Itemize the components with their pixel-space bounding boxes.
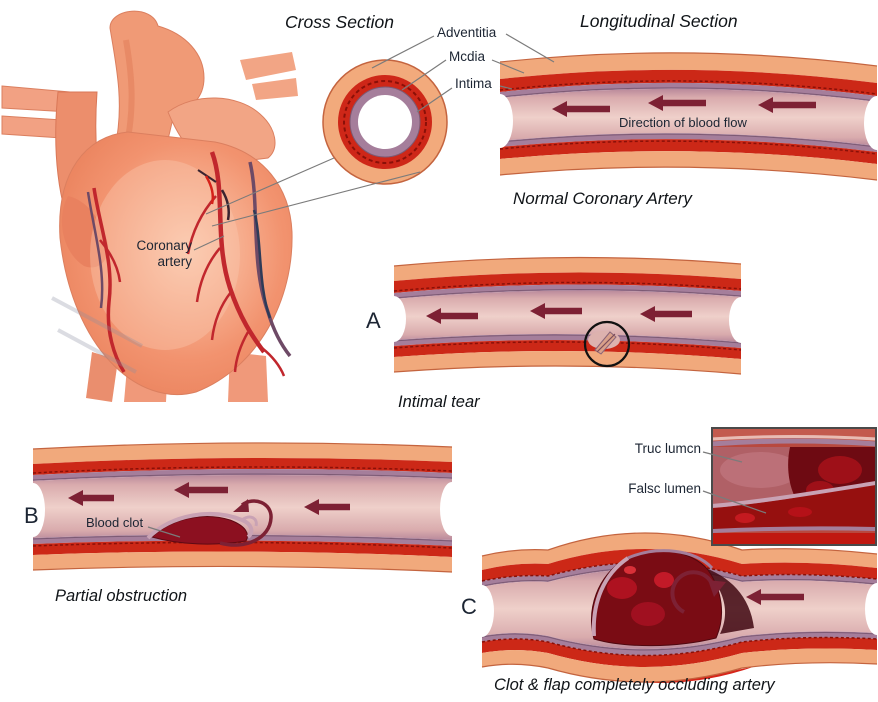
blood-clot-label: Blood clot [86, 515, 144, 530]
false-lumen-label: Falsc lumen [628, 481, 701, 496]
flow-arrows-normal [552, 95, 816, 117]
lumen-inset [702, 427, 877, 546]
panel-a-letter: A [366, 308, 381, 333]
layer-callout-lines [371, 33, 555, 113]
flow-arrows-a [426, 303, 692, 324]
adventitia-label: Adventitia [437, 25, 497, 40]
normal-artery-caption: Normal Coronary Artery [513, 189, 692, 208]
intima-label: Intima [455, 76, 492, 91]
vessel-c-occlusion [470, 532, 878, 683]
magnifier-lines [193, 157, 421, 251]
rib-shadows [51, 296, 143, 374]
flow-arrows-b [68, 482, 350, 515]
cross-section-ring [322, 59, 448, 185]
panel-c-letter: C [461, 594, 477, 619]
intimal-tear-circle [583, 320, 631, 368]
panel-c-caption: Clot & flap completely occluding artery [494, 676, 775, 694]
blood-clot-flap [146, 512, 258, 545]
panel-b-caption: Partial obstruction [55, 587, 188, 605]
cross-section-title: Cross Section [285, 12, 394, 32]
recirculation-arrow-b [219, 499, 273, 547]
blood-clot-callout-line [147, 526, 181, 538]
vessel-normal [487, 52, 878, 181]
heart-illustration [1, 10, 298, 402]
panel-a-caption: Intimal tear [398, 393, 480, 411]
longitudinal-title: Longitudinal Section [580, 11, 738, 31]
coronary-arteries [86, 151, 292, 377]
recirculation-arrow-c [670, 570, 726, 614]
flow-arrow-c [746, 589, 804, 605]
blood-flow-label: Direction of blood flow [619, 115, 747, 130]
panel-b-letter: B [24, 503, 39, 528]
vessel-b-partial-obstruction [21, 442, 464, 573]
vessel-a-intimal-tear [382, 256, 753, 375]
media-label: Mcdia [449, 49, 486, 64]
coronary-artery-label: Coronary artery [136, 238, 192, 269]
true-lumen-label: Truc lumcn [634, 441, 701, 456]
